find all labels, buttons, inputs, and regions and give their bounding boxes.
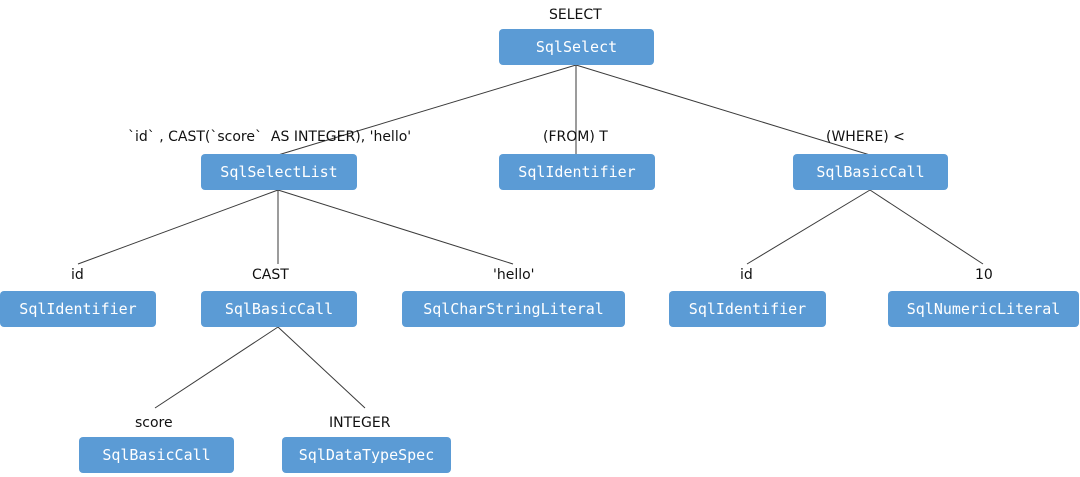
node-label-cast: CAST — [252, 267, 289, 283]
node-label-where: (WHERE) < — [826, 129, 905, 145]
node-sqlbasiccall-cast[interactable]: SqlBasicCall — [201, 291, 357, 327]
edge-selectlist-id — [77, 189, 279, 265]
node-label-selectlist: `id` , CAST(`score` AS INTEGER), 'hello' — [128, 129, 412, 145]
node-label-integer: INTEGER — [329, 415, 391, 431]
node-sqlselect[interactable]: SqlSelect — [499, 29, 654, 65]
node-sqlbasiccall-where[interactable]: SqlBasicCall — [793, 154, 948, 190]
node-label-num: 10 — [975, 267, 993, 283]
node-sqlnumericliteral[interactable]: SqlNumericLiteral — [888, 291, 1079, 327]
node-label-id-2: id — [740, 267, 753, 283]
node-sqlselectlist[interactable]: SqlSelectList — [201, 154, 357, 190]
edge-where-id — [746, 189, 871, 265]
node-label-id-1: id — [71, 267, 84, 283]
edge-cast-integer — [277, 326, 366, 409]
edge-where-num — [869, 189, 984, 265]
node-sqlidentifier-id-2[interactable]: SqlIdentifier — [669, 291, 826, 327]
node-label-hello: 'hello' — [493, 267, 535, 283]
node-sqlbasiccall-score[interactable]: SqlBasicCall — [79, 437, 234, 473]
edge-select-selectlist — [277, 64, 577, 156]
node-sqlidentifier-from[interactable]: SqlIdentifier — [499, 154, 655, 190]
node-sqlcharstringliteral[interactable]: SqlCharStringLiteral — [402, 291, 625, 327]
node-label-score: score — [135, 415, 173, 431]
edge-select-where — [575, 64, 871, 156]
node-label-from: (FROM) T — [543, 129, 608, 145]
node-sqldatatypespec[interactable]: SqlDataTypeSpec — [282, 437, 451, 473]
edge-cast-score — [154, 326, 279, 409]
node-label-select: SELECT — [549, 7, 602, 23]
edge-selectlist-hello — [277, 189, 514, 265]
node-sqlidentifier-id-1[interactable]: SqlIdentifier — [0, 291, 156, 327]
